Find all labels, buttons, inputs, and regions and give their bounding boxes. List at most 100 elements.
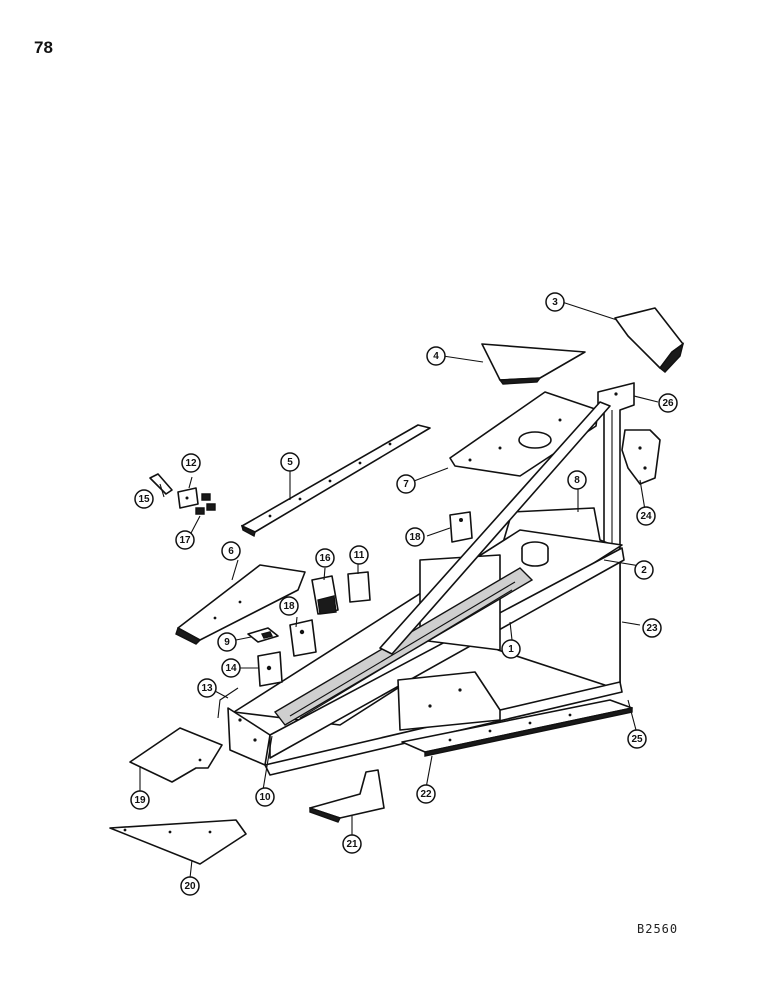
callout-circle (636, 506, 656, 526)
callout-number: 15 (138, 494, 150, 505)
part-18-block-lower (289, 619, 317, 657)
callout-number: 16 (319, 553, 331, 564)
callout-15: 15 (134, 489, 154, 509)
callout-circle (315, 548, 335, 568)
callout-circle (280, 452, 300, 472)
callout-10: 10 (255, 787, 275, 807)
hardware-group (149, 473, 216, 515)
callout-circle (658, 393, 678, 413)
callout-6: 6 (221, 541, 241, 561)
part-6-shield (175, 564, 306, 645)
callout-22: 22 (416, 784, 436, 804)
callout-number: 1 (508, 644, 514, 655)
callout-21: 21 (342, 834, 362, 854)
callout-number: 20 (184, 881, 196, 892)
callout-26: 26 (658, 393, 678, 413)
drawing-code: B2560 (637, 922, 679, 936)
callout-circle (642, 618, 662, 638)
callout-24: 24 (636, 506, 656, 526)
callout-number: 10 (259, 792, 271, 803)
callout-17: 17 (175, 530, 195, 550)
callout-number: 7 (403, 479, 409, 490)
callout-number: 6 (228, 546, 234, 557)
callout-circle (634, 560, 654, 580)
callout-circle (217, 632, 237, 652)
callout-4: 4 (426, 346, 446, 366)
callout-number: 17 (179, 535, 191, 546)
part-14-block (257, 651, 283, 687)
callout-number: 11 (354, 550, 365, 561)
callout-14: 14 (221, 658, 241, 678)
callout-circle (175, 530, 195, 550)
callout-number: 24 (640, 511, 652, 522)
callout-number: 21 (346, 839, 358, 850)
callout-circle (342, 834, 362, 854)
callout-5: 5 (280, 452, 300, 472)
main-frame (227, 401, 625, 776)
part-21-bracket (309, 769, 385, 823)
part-3-bracket (614, 307, 685, 373)
callout-1: 1 (501, 639, 521, 659)
callout-number: 19 (134, 795, 146, 806)
part-19-plate (129, 727, 223, 783)
callout-circle (221, 541, 241, 561)
part-7-deck-plate (449, 391, 599, 477)
callout-2: 2 (634, 560, 654, 580)
part-20-plate (109, 819, 247, 865)
callout-number: 14 (225, 663, 237, 674)
callout-circle (255, 787, 275, 807)
callout-circle (130, 790, 150, 810)
callout-circle (501, 639, 521, 659)
callout-circle (221, 658, 241, 678)
callout-19: 19 (130, 790, 150, 810)
callout-3: 3 (545, 292, 565, 312)
part-5-angle-strip (240, 424, 431, 538)
callout-circle (416, 784, 436, 804)
callout-circle (349, 545, 369, 565)
callout-circle (405, 527, 425, 547)
page-number: 78 (34, 38, 53, 57)
callout-circle (627, 729, 647, 749)
callout-circle (134, 489, 154, 509)
part-16-block (311, 575, 339, 615)
callout-18: 18 (405, 527, 425, 547)
callout-number: 22 (420, 789, 432, 800)
callout-number: 18 (409, 532, 421, 543)
part-13-rod (217, 687, 239, 719)
part-4-plate (481, 343, 586, 385)
callout-13: 13 (197, 678, 217, 698)
callout-number: 18 (283, 601, 295, 612)
callout-number: 2 (641, 565, 647, 576)
callout-16: 16 (315, 548, 335, 568)
callout-circle (426, 346, 446, 366)
part-22-angle (401, 699, 633, 757)
callout-circle (181, 453, 201, 473)
callout-circle (180, 876, 200, 896)
part-24-bracket (621, 429, 661, 485)
callout-number: 3 (552, 297, 558, 308)
callout-circle (545, 292, 565, 312)
callout-number: 5 (287, 457, 293, 468)
callout-number: 8 (574, 475, 580, 486)
callout-18: 18 (279, 596, 299, 616)
part-11-block (347, 571, 371, 603)
callout-8: 8 (567, 470, 587, 490)
callout-number: 25 (631, 734, 643, 745)
callout-7: 7 (396, 474, 416, 494)
callout-circle (279, 596, 299, 616)
callout-number: 23 (646, 623, 658, 634)
callout-number: 13 (201, 683, 213, 694)
part-18-block-upper (449, 511, 473, 543)
callout-9: 9 (217, 632, 237, 652)
callout-circle (567, 470, 587, 490)
part-9-clip (247, 627, 279, 643)
callout-number: 26 (662, 398, 674, 409)
callout-20: 20 (180, 876, 200, 896)
callout-number: 9 (224, 637, 230, 648)
callout-circle (396, 474, 416, 494)
callout-25: 25 (627, 729, 647, 749)
callout-12: 12 (181, 453, 201, 473)
callout-number: 4 (433, 351, 439, 362)
